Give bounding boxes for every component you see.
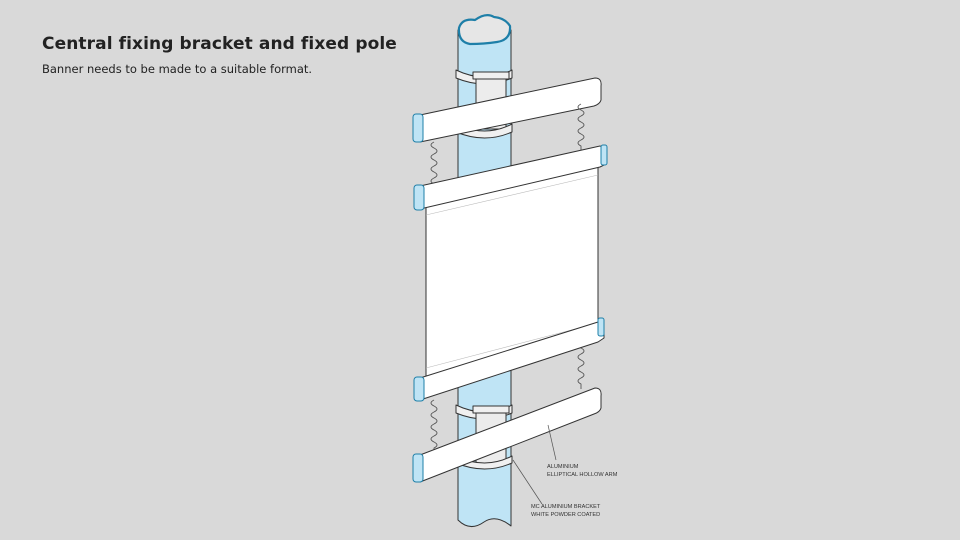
top-roller-end-cap-left (413, 184, 425, 211)
pole-top-section (457, 13, 512, 46)
arm-label-line1: ALUMINIUM (547, 464, 579, 470)
bottom-arm (419, 387, 602, 483)
bracket-leader-line (512, 459, 543, 505)
bottom-roller-end-cap-right (597, 317, 605, 337)
arm-label-line2: ELLIPTICAL HOLLOW ARM (547, 472, 618, 478)
slide-title: Central fixing bracket and fixed pole (42, 34, 397, 54)
bottom-arm-end-cap (412, 453, 424, 483)
slide-subtitle: Banner needs to be made to a suitable fo… (42, 62, 313, 76)
bracket-label-line2: WHITE POWDER COATED (531, 512, 600, 518)
bottom-roller-end-cap-left (413, 376, 425, 402)
springs (430, 103, 585, 453)
top-arm-end-cap (412, 113, 424, 143)
arm-leader-line (547, 424, 557, 461)
top-arm (419, 77, 602, 143)
top-roller-end-cap-right (600, 144, 608, 166)
bracket-label-line1: MC ALUMINIUM BRACKET (531, 504, 601, 510)
